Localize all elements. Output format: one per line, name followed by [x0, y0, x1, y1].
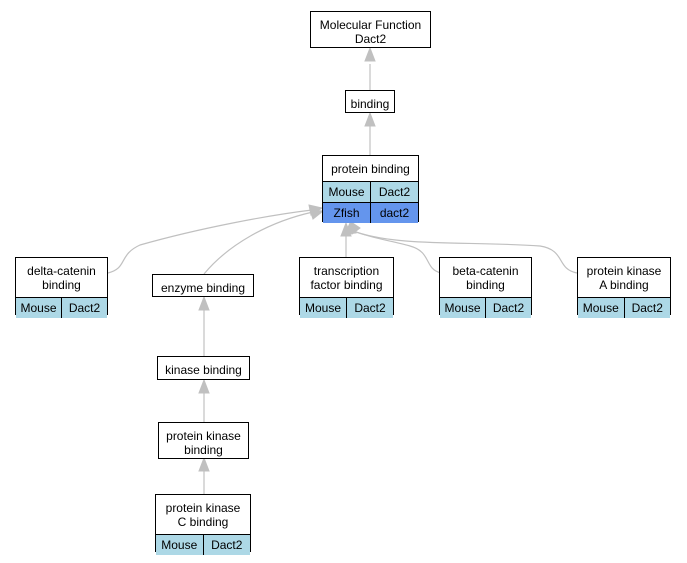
- gene-row-mouse: Mouse Dact2: [323, 181, 418, 202]
- species-cell[interactable]: Mouse: [440, 298, 485, 318]
- arrowhead-binding: [364, 111, 376, 127]
- gene-cell[interactable]: Dact2: [485, 298, 531, 318]
- node-beta-catenin-binding-label: beta-catenin binding: [452, 263, 519, 292]
- node-beta-catenin-binding[interactable]: beta-catenin binding Mouse Dact2: [439, 257, 532, 318]
- node-protein-kinase-c-binding-label: protein kinase C binding: [165, 500, 241, 529]
- node-binding[interactable]: binding: [345, 90, 395, 113]
- species-cell[interactable]: Mouse: [300, 298, 346, 318]
- arrowhead-molecular-function: [364, 46, 376, 62]
- species-cell[interactable]: Mouse: [156, 535, 203, 555]
- node-protein-binding[interactable]: protein binding Mouse Dact2 Zfish dact2: [322, 155, 419, 223]
- node-kinase-binding-label: kinase binding: [165, 363, 242, 377]
- arrowhead-protein-binding-left-b: [309, 209, 325, 220]
- gene-cell[interactable]: Dact2: [623, 298, 670, 318]
- gene-row-mouse: Mouse Dact2: [16, 297, 107, 318]
- node-binding-label: binding: [350, 96, 390, 111]
- arrowhead-kinase-binding: [198, 378, 210, 394]
- edge-delta-catenin-to-protein-binding: [107, 209, 313, 274]
- species-cell[interactable]: Mouse: [16, 298, 61, 318]
- gene-row-zfish: Zfish dact2: [323, 202, 418, 223]
- gene-cell[interactable]: dact2: [370, 203, 418, 223]
- gene-row-mouse: Mouse Dact2: [156, 534, 250, 555]
- gene-cell[interactable]: Dact2: [346, 298, 393, 318]
- arrowhead-enzyme-binding: [198, 295, 210, 311]
- species-cell[interactable]: Mouse: [578, 298, 624, 318]
- arrowhead-protein-binding-bottom-c: [350, 221, 361, 235]
- node-protein-binding-label: protein binding: [331, 161, 410, 176]
- gene-cell[interactable]: Dact2: [370, 182, 418, 202]
- node-kinase-binding[interactable]: kinase binding: [157, 356, 250, 380]
- node-protein-kinase-binding[interactable]: protein kinase binding: [158, 422, 249, 459]
- node-molecular-function-label: Molecular Function Dact2: [319, 17, 422, 46]
- node-protein-kinase-binding-label: protein kinase binding: [166, 428, 241, 457]
- gene-cell[interactable]: Dact2: [61, 298, 107, 318]
- species-cell[interactable]: Zfish: [323, 203, 370, 223]
- edge-enzyme-binding-to-protein-binding: [203, 211, 314, 275]
- gene-row-mouse: Mouse Dact2: [300, 297, 393, 318]
- gene-row-mouse: Mouse Dact2: [578, 297, 670, 318]
- node-protein-kinase-a-binding[interactable]: protein kinase A binding Mouse Dact2: [577, 257, 671, 318]
- node-enzyme-binding-label: enzyme binding: [160, 280, 246, 295]
- node-protein-kinase-c-binding[interactable]: protein kinase C binding Mouse Dact2: [155, 494, 251, 555]
- node-protein-kinase-a-binding-label: protein kinase A binding: [586, 263, 662, 292]
- node-delta-catenin-binding-label: delta-catenin binding: [27, 263, 96, 292]
- gene-cell[interactable]: Dact2: [202, 535, 250, 555]
- node-transcription-factor-binding-label: transcription factor binding: [310, 263, 383, 292]
- edge-pka-to-protein-binding: [355, 231, 578, 274]
- node-enzyme-binding[interactable]: enzyme binding: [152, 274, 254, 297]
- species-cell[interactable]: Mouse: [323, 182, 370, 202]
- node-delta-catenin-binding[interactable]: delta-catenin binding Mouse Dact2: [15, 257, 108, 318]
- gene-row-mouse: Mouse Dact2: [440, 297, 531, 318]
- arrowhead-protein-kinase-binding: [198, 456, 210, 472]
- node-molecular-function[interactable]: Molecular Function Dact2: [310, 11, 431, 48]
- node-transcription-factor-binding[interactable]: transcription factor binding Mouse Dact2: [299, 257, 394, 318]
